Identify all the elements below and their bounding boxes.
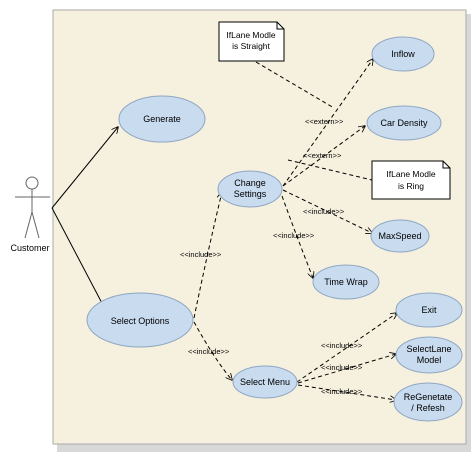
note-straight-line-1: IfLane Modle <box>226 30 275 40</box>
note-straight-line-2: is Straight <box>232 41 270 51</box>
label-include-exit: <<include>> <box>321 341 363 350</box>
label-extern-inflow: <<extern>> <box>305 117 344 126</box>
association-generate <box>51 127 118 209</box>
use-case-generate-label: Generate <box>143 114 181 124</box>
label-include-change-settings: <<include>> <box>180 250 222 259</box>
use-case-select-lane-model-line-2: Model <box>417 355 442 365</box>
use-case-select-options-label: Select Options <box>111 316 170 326</box>
actor-label: Customer <box>10 243 49 253</box>
use-case-select-options[interactable]: Select Options <box>86 292 194 348</box>
use-case-inflow[interactable]: Inflow <box>371 36 435 72</box>
extern-line-car-density <box>282 126 365 187</box>
use-case-regenerate-refresh-line-2: / Refesh <box>411 403 445 413</box>
include-line-select-lane-model <box>297 354 396 384</box>
use-case-generate[interactable]: Generate <box>118 95 206 143</box>
use-case-max-speed[interactable]: MaxSpeed <box>370 219 430 253</box>
include-line-time-wrap <box>281 195 313 278</box>
use-case-select-lane-model-line-1: SelectLane <box>406 344 451 354</box>
actor-customer[interactable]: Customer <box>10 176 50 253</box>
include-line-select-menu <box>193 321 232 380</box>
use-case-regenerate-refresh-line-1: ReGenetate <box>404 392 453 402</box>
use-case-time-wrap-label: Time Wrap <box>324 277 368 287</box>
association-select-options <box>51 207 104 307</box>
label-include-time-wrap: <<include>> <box>273 231 315 240</box>
label-include-select-menu: <<include>> <box>188 347 230 356</box>
extern-line-inflow <box>282 59 373 187</box>
use-case-select-lane-model[interactable]: SelectLane Model <box>395 336 463 374</box>
label-extern-car-density: <<extern>> <box>303 151 342 160</box>
use-case-exit-label: Exit <box>421 305 437 315</box>
note-straight[interactable]: IfLane Modle is Straight <box>218 21 285 62</box>
include-line-max-speed <box>282 189 372 233</box>
use-case-change-settings[interactable]: Change Settings <box>217 170 283 208</box>
use-case-change-settings-line-2: Settings <box>234 189 267 199</box>
include-line-exit <box>296 313 397 383</box>
note-anchor-straight <box>255 61 335 109</box>
use-case-select-menu-label: Select Menu <box>240 377 290 387</box>
use-case-exit[interactable]: Exit <box>395 292 463 328</box>
use-case-select-menu[interactable]: Select Menu <box>232 365 298 399</box>
use-case-time-wrap[interactable]: Time Wrap <box>312 264 380 300</box>
use-case-inflow-label: Inflow <box>391 49 415 59</box>
label-include-regenerate: <<include>> <box>321 387 363 396</box>
use-case-car-density[interactable]: Car Density <box>366 105 442 141</box>
use-case-max-speed-label: MaxSpeed <box>378 231 421 241</box>
label-include-max-speed: <<include>> <box>303 207 345 216</box>
note-ring-line-2: is Ring <box>398 181 424 191</box>
use-case-regenerate-refresh[interactable]: ReGenetate / Refesh <box>393 382 463 422</box>
note-ring[interactable]: IfLane Modle is Ring <box>371 160 451 200</box>
label-include-select-lane-model: <<include>> <box>321 363 363 372</box>
note-ring-line-1: IfLane Modle <box>386 169 435 179</box>
use-case-car-density-label: Car Density <box>380 118 428 128</box>
use-case-change-settings-line-1: Change <box>234 178 266 188</box>
include-line-regenerate <box>297 384 396 400</box>
note-anchor-ring <box>287 159 373 181</box>
include-line-change-settings <box>193 192 222 319</box>
